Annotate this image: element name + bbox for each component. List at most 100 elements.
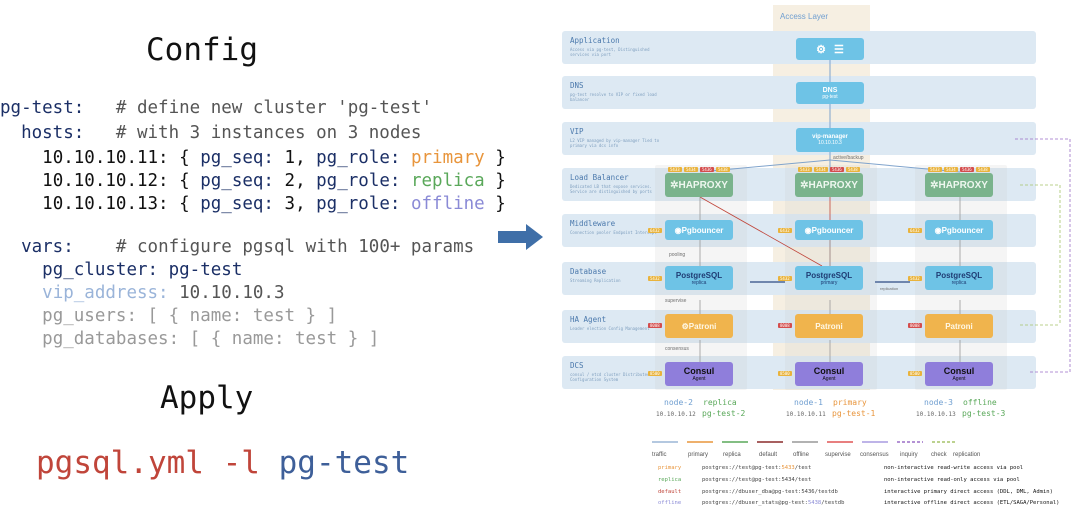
connection-desc: interactive offline direct access (ETL/S… [884,500,1060,506]
code-line-host-2: 10.10.10.12: { pg_seq: 2, pg_role: repli… [42,171,506,191]
supervise-label: supervise [665,298,687,304]
node-instance: pg-test-3 [962,409,1006,418]
layer-title: Middleware [570,219,616,228]
pgbouncer-label: Pgbouncer [811,225,854,235]
port-badge: 6432 [778,228,792,233]
node-ip: 10.10.10.13 [916,411,956,418]
consul-label: Consul [943,366,975,376]
port-badge: 5432 [778,276,792,281]
legend-item: replica [723,452,741,458]
apply-title: Apply [160,380,254,416]
connection-role: primary [658,465,682,471]
port-badge: 5438 [846,167,860,172]
layer-title: DCS [570,361,584,370]
legend-arrows [652,441,955,443]
port-badge: 5433 [928,167,942,172]
connection-db: /testdb [814,489,838,495]
pg-cluster-key: pg_cluster: [42,260,159,280]
port-badge: 6432 [908,228,922,233]
legend-item: supervise [825,452,851,458]
port-badge: 5434 [944,167,958,172]
consensus-label: consensus [665,346,689,352]
layer-title: HA Agent [570,315,607,324]
host-role: primary [410,148,485,168]
haproxy-box-node-2: ✲ HAPROXY [665,173,733,197]
consul-sub: Agent [822,376,836,382]
code-line-host-3: 10.10.10.13: { pg_seq: 3, pg_role: offli… [42,194,506,214]
elephant-icon: ◉ [674,225,682,235]
vip-key: vip_address: [42,283,169,303]
haproxy-box-node-1: ✲ HAPROXY [795,173,863,197]
node-ip: 10.10.10.11 [786,411,826,418]
pgbouncer-label: Pgbouncer [941,225,984,235]
layer-desc: Streaming Replication [570,278,621,283]
layer-desc: Leader election Config Management [570,326,650,331]
apply-command-target: pg-test [278,445,410,481]
layer-title: Application [570,36,620,45]
code-line-pg-databases: pg_databases: [ { name: test } ] [0,328,379,350]
port-badge: 8500 [908,371,922,376]
vip-val: 10.10.10.3 [179,283,285,303]
connection-db: /testdb [821,500,845,506]
connection-url: postgres://test@pg-test: [702,477,782,483]
host-ip: 10.10.10.11: [42,148,169,168]
connection-port: 5436 [801,489,815,495]
haproxy-icon: ✲ [670,179,679,191]
connection-url: postgres://dbuser_stats@pg-test: [702,500,808,506]
node-name: node-1 [794,398,823,407]
port-badge: 5434 [684,167,698,172]
postgresql-label: PostgreSQL [675,270,723,280]
application-box: ⚙☰ [796,38,864,60]
pgbouncer-box-node-2: ◉ Pgbouncer [665,220,733,240]
node-role: replica [703,398,737,407]
haproxy-icon: ✲ [930,179,939,191]
connection-url: postgres://test@pg-test: [702,465,782,471]
legend-item: default [759,452,778,458]
active-backup-label: active/backup [833,155,864,161]
connection-desc: interactive primary direct access (DDL, … [884,489,1053,495]
layer-title: VIP [570,127,584,136]
vars-comment: # configure pgsql with 100+ params [115,237,475,257]
pgbouncer-box-node-3: ◉ Pgbouncer [925,220,993,240]
legend-item: primary [688,452,709,458]
host-seq: 3 [284,194,296,214]
node-role: offline [963,398,997,407]
host-seq: 1 [284,148,296,168]
hosts-key: hosts: [21,123,85,143]
apply-command: pgsql.yml -l pg-test [36,445,409,481]
legend-item: inquiry [900,452,918,458]
port-badge: 5433 [798,167,812,172]
code-line-vars: vars: # configure pgsql with 100+ params [0,236,474,258]
connection-desc: non-interactive read-only access via poo… [884,477,1020,483]
consul-sub: Agent [692,376,706,382]
patroni-box-node-3: Patroni [925,314,993,338]
connection-role: offline [658,500,682,506]
architecture-diagram: Access Layer Application Access via pg-t… [560,0,1080,508]
port-badge: 5432 [908,276,922,281]
connection-role: default [658,489,682,495]
pooling-label: pooling [669,252,686,258]
connection-port: 5434 [781,477,795,483]
pgbouncer-box-node-1: ◉ Pgbouncer [795,220,863,240]
connection-port: 5433 [781,465,795,471]
haproxy-icon: ✲ [800,179,809,191]
port-badge: 8008 [648,323,662,328]
legend-item: offline [793,452,809,458]
port-badge: 5434 [814,167,828,172]
consul-sub: Agent [952,376,966,382]
node-instance: pg-test-2 [702,409,746,418]
port-badge: 8008 [908,323,922,328]
replication-label: replication [880,286,899,291]
layer-desc: consul / etcd cluster Distributed Config… [570,372,650,382]
code-line-cluster: pg-test: # define new cluster 'pg-test' [0,97,432,119]
patroni-label: Patroni [815,321,843,331]
port-badge: 8500 [648,371,662,376]
layer-title: DNS [570,81,584,90]
